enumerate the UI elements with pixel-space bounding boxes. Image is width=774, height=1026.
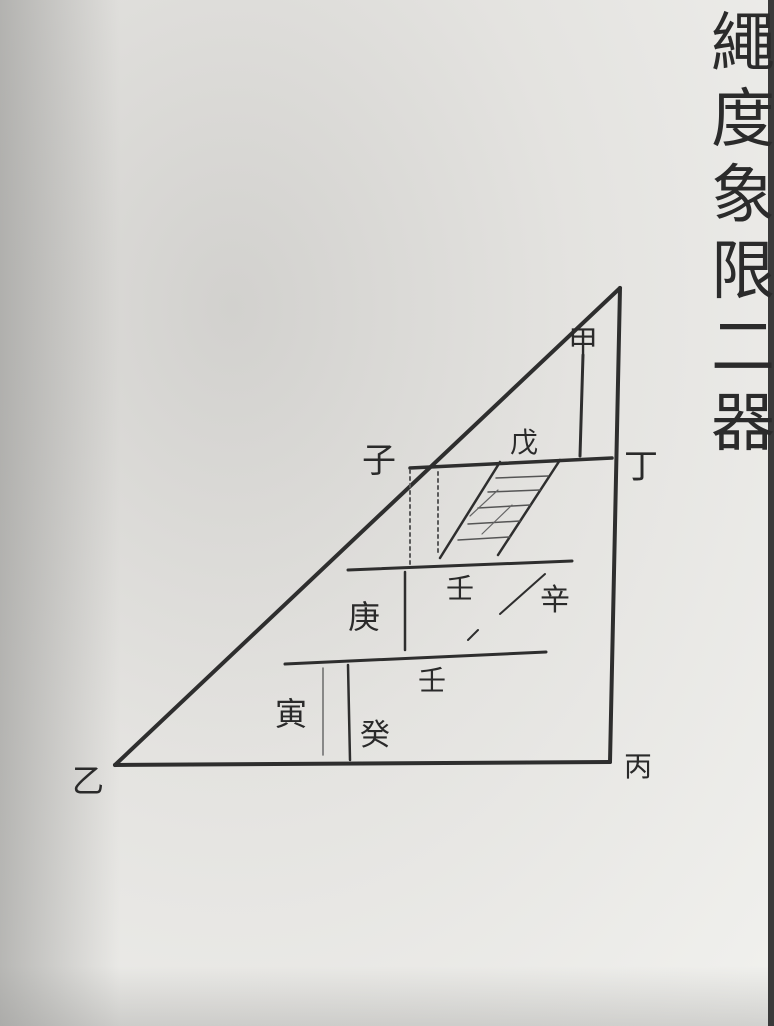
label-wu: 戊 — [510, 426, 538, 459]
base-line — [113, 760, 612, 767]
page-shadow-bottom — [0, 966, 774, 1026]
horizontal-line-zi-ding — [408, 456, 614, 470]
vertical-line-jia — [578, 353, 585, 458]
vertical-line-gui — [346, 663, 352, 762]
page-shadow — [0, 0, 120, 1026]
vertical-text-column: 繩度象限二器 — [711, 7, 774, 461]
label-yi: 乙 — [72, 762, 104, 800]
horizontal-line-yin — [283, 650, 548, 666]
hatch-diagonal — [481, 504, 513, 535]
horizontal-line-geng — [346, 559, 574, 572]
tick-mark — [467, 629, 479, 641]
diagonal-line-xin — [499, 573, 546, 615]
label-yin: 寅 — [275, 695, 307, 733]
hatch-diagonal — [469, 489, 499, 517]
label-bing: 丙 — [624, 750, 652, 783]
label-geng: 庚 — [348, 598, 380, 636]
hatch-line — [495, 475, 549, 479]
label-jia: 甲 — [568, 325, 598, 360]
diagonal-strip-right — [496, 458, 562, 557]
label-xin: 辛 — [540, 583, 570, 618]
page-edge — [768, 0, 774, 1026]
label-zi: 子 — [362, 441, 396, 481]
label-ren-upper: 壬 — [446, 572, 474, 605]
hatch-line — [477, 504, 531, 509]
diagonal-strip-left — [438, 460, 502, 560]
label-ding: 丁 — [624, 447, 658, 487]
label-ren-lower: 壬 — [418, 664, 446, 697]
hypotenuse-line — [113, 286, 622, 767]
hatch-line — [457, 536, 511, 541]
label-gui: 癸 — [360, 718, 390, 753]
vertical-side-line — [608, 286, 622, 764]
